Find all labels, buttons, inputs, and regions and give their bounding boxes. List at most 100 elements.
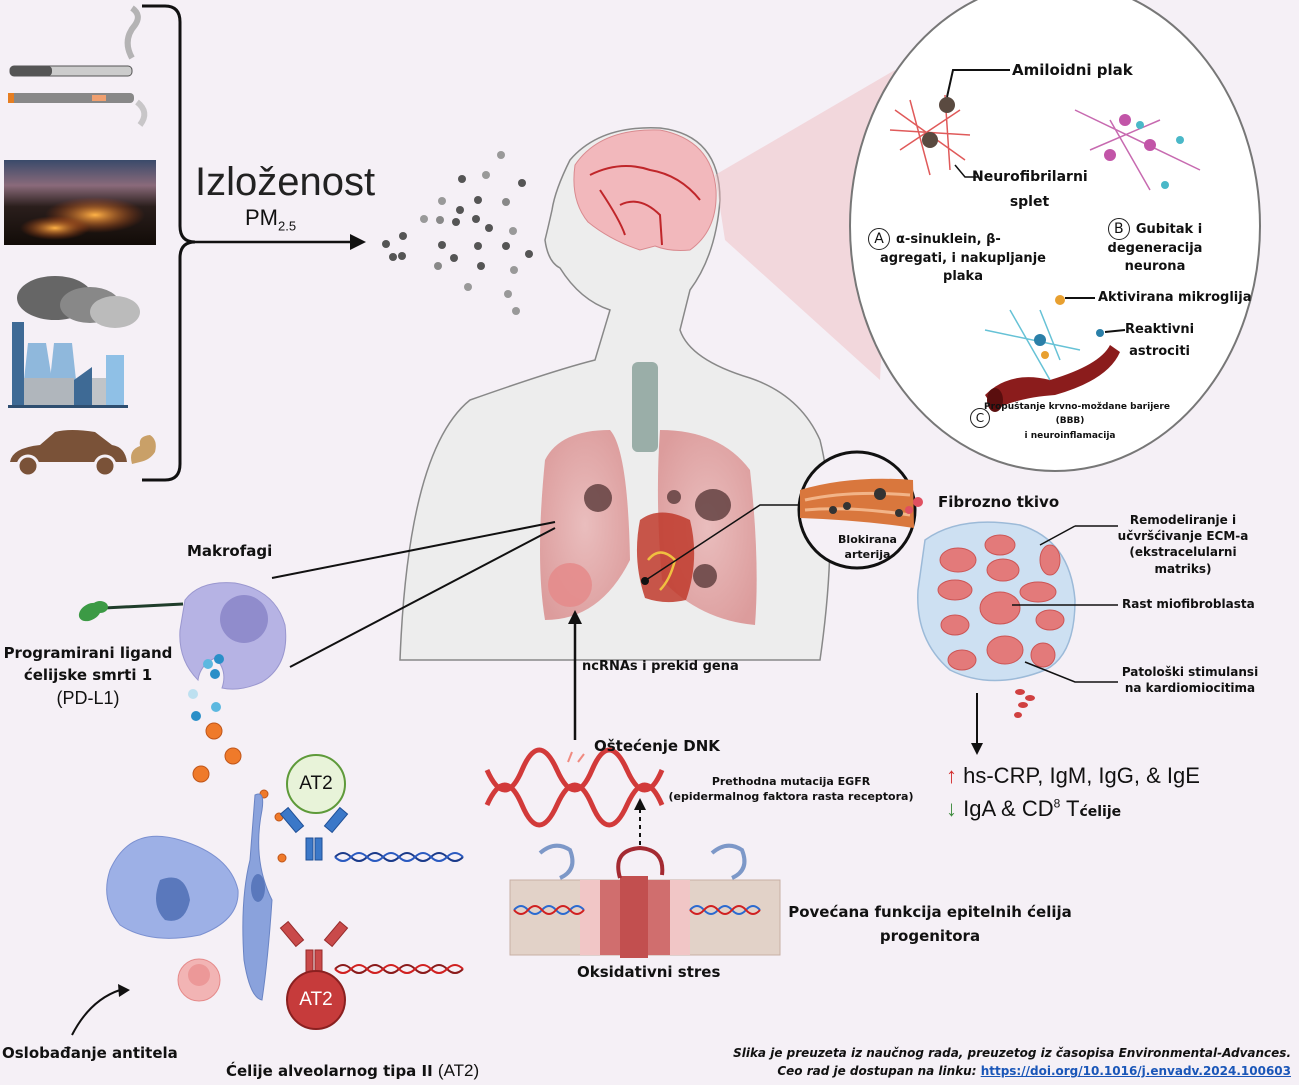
b-line-2: degeneracija neurona (1107, 241, 1203, 274)
pm-particles (382, 151, 533, 315)
letter-c-icon: C (970, 408, 990, 428)
exposure-title: Izloženost (195, 160, 376, 204)
pathological-stimuli-label: Patološki stimulansi na kardiomiocitima (1120, 664, 1260, 696)
tumor-cluster (548, 563, 592, 607)
doi-link[interactable]: https://doi.org/10.1016/j.envadv.2024.10… (980, 1064, 1291, 1078)
ecm-line-2: učvršćivanje ECM-a (1117, 529, 1249, 544)
blocked-artery-art (800, 478, 914, 528)
pdl1-line-2: ćelijske smrti 1 (23, 666, 153, 685)
pm-subscript: 2.5 (278, 218, 297, 234)
label-b: B Gubitak i degeneracija neurona (1075, 218, 1235, 275)
ecm-line-1: Remodeliranje i (1129, 513, 1237, 527)
letter-b-icon: B (1107, 218, 1130, 240)
c-line-3: i neuroinflamacija (1024, 430, 1116, 441)
antibody-blue (279, 806, 349, 861)
dna-damage-helix (484, 747, 665, 793)
myofibroblast-label: Rast miofibroblasta (1122, 597, 1255, 611)
b-line-1: Gubitak i (1135, 222, 1203, 237)
antibody-red (279, 920, 349, 975)
macrophage-label: Makrofagi (187, 542, 273, 560)
progen-line-1: Povećana funkcija epitelnih ćelija (788, 903, 1072, 921)
a-line-3: plaka (943, 268, 983, 284)
ncrna-label: ncRNAs i prekid gena (582, 659, 739, 674)
up-arrow-icon: ↑ (946, 763, 957, 788)
a-line-1: α-sinuklein, β- (896, 232, 1001, 247)
patho-line-2: na kardiomiocitima (1124, 681, 1256, 696)
amyloid-plaque-2 (922, 132, 938, 148)
egfr-mutation-label: Prethodna mutacija EGFR (epidermalnog fa… (666, 775, 916, 805)
heart-illustration (636, 512, 695, 603)
source-footer: Slika je preuzeta iz naučnog rada, preuz… (733, 1044, 1291, 1080)
pm25-label: PM2.5 (245, 203, 296, 235)
label-c: C Propuštanje krvno-moždane barijere (BB… (970, 400, 1170, 443)
wildfire-image (4, 160, 156, 245)
cycle-arrow-center (616, 845, 665, 879)
cycle-arrow-right (710, 843, 747, 880)
at2-caption-abbr: (AT2) (437, 1061, 480, 1080)
decreased-markers: ↓ IgA & CD8 Tćelije (946, 794, 1121, 824)
at2-red-badge: AT2 (286, 970, 346, 1030)
reactive-astrocytes-label: Reaktivni astrociti (1125, 321, 1194, 360)
fibrosis-arrowhead (971, 743, 983, 755)
pdl1-line-3: (PD-L1) (56, 687, 120, 708)
footer-line-2: Ceo rad je dostupan na linku: https://do… (733, 1062, 1291, 1080)
a-line-2: agregati, i nakupljanje (880, 251, 1046, 266)
progen-line-2: progenitora (879, 927, 981, 946)
at2-green-badge: AT2 (286, 754, 346, 814)
c-line-2: (BBB) (1055, 416, 1085, 427)
oxidative-stress-label: Oksidativni stres (577, 963, 721, 981)
astro-line-1: Reaktivni (1125, 322, 1195, 337)
brain-detail-circle (849, 0, 1261, 472)
epithelial-cell-row (509, 876, 781, 958)
cd-superscript: 8 (1053, 796, 1061, 811)
ecm-line-3: (ekstracelularni matriks) (1129, 545, 1237, 576)
elevated-markers-text: hs-CRP, IgM, IgG, & IgE (963, 763, 1200, 788)
dna-damage-label: Oštećenje DNK (594, 737, 720, 755)
trachea (632, 362, 658, 452)
decreased-markers-text: IgA & CD (963, 796, 1054, 821)
artery-line-1: Blokirana (838, 533, 897, 546)
car-icon (10, 430, 156, 478)
vape-pen-icon (8, 93, 148, 127)
progenitor-function-label: Povećana funkcija epitelnih ćelija proge… (785, 902, 1075, 947)
artery-line-2: arterija (844, 547, 891, 561)
ecm-remodeling-label: Remodeliranje i učvršćivanje ECM-a (ekst… (1103, 512, 1263, 577)
exposure-arrowhead (350, 234, 366, 250)
c-line-1: Propuštanje krvno-moždane barijere (984, 402, 1170, 412)
cells-word: ćelije (1079, 804, 1122, 820)
fibrous-tissue-title: Fibrozno tkivo (938, 493, 1060, 511)
at2-caption: Ćelije alveolarnog tipa II (AT2) (226, 1060, 479, 1083)
footer-line-1: Slika je preuzeta iz naučnog rada, preuz… (733, 1046, 1291, 1060)
neuron-degeneration-art (1074, 109, 1201, 191)
astrocyte-microglia-art (984, 295, 1120, 412)
egfr-line-1: Prethodna mutacija EGFR (711, 775, 871, 788)
footer-link-prefix: Ceo rad je dostupan na linku: (777, 1064, 981, 1078)
pdl1-label: Programirani ligand ćelijske smrti 1 (PD… (0, 643, 176, 710)
cycle-arrow-left (538, 843, 575, 880)
at2-caption-text: Ćelije alveolarnog tipa II (226, 1062, 433, 1080)
zoom-cone (715, 70, 895, 380)
antibody-release-label: Oslobađanje antitela (2, 1044, 178, 1062)
down-arrow-icon: ↓ (946, 796, 957, 821)
human-body-illustration (399, 127, 831, 661)
blocked-artery-label: Blokirana arterija (835, 533, 900, 563)
cigarette-icon (9, 5, 141, 77)
pdl1-line-1: Programirani ligand (3, 644, 173, 662)
activated-microglia-label: Aktivirana mikroglija (1098, 290, 1252, 305)
astro-line-2: astrociti (1129, 343, 1190, 359)
tangle-line-2: splet (1009, 193, 1050, 210)
egfr-line-2: (epidermalnog faktora rasta receptora) (668, 789, 914, 803)
t-letter: T (1060, 796, 1080, 821)
antibody-release-arrow (71, 989, 121, 1036)
elevated-markers: ↑ hs-CRP, IgM, IgG, & IgE (946, 761, 1200, 791)
tangle-line-1: Neurofibrilarni (972, 169, 1088, 185)
patho-line-1: Patološki stimulansi (1121, 665, 1259, 679)
neurofibrillary-tangle-label: Neurofibrilarni splet (972, 168, 1088, 212)
pm-text: PM (245, 205, 278, 230)
exposure-bracket (142, 4, 196, 482)
letter-a-icon: A (868, 228, 890, 250)
amyloid-plaque-label: Amiloidni plak (1012, 61, 1133, 79)
factory-icon (8, 276, 140, 408)
